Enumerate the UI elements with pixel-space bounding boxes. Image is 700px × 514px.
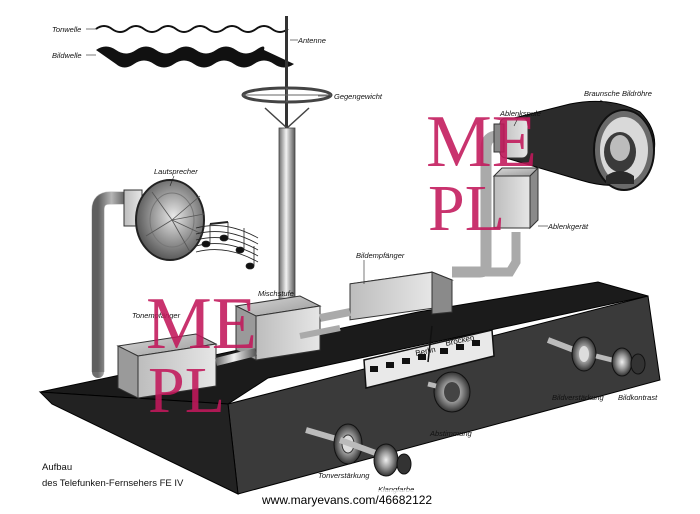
svg-text:ME: ME (426, 101, 537, 183)
label-ablenkspule: Ablenkspule (499, 109, 541, 118)
label-klangfarbe: Klangfarbe (378, 485, 414, 494)
label-braunsche-bildroehre: Braunsche Bildröhre (584, 89, 652, 98)
knob-bildverstaerkung (546, 336, 597, 372)
music-notes (195, 221, 259, 270)
watermark-top: ME PL (426, 101, 537, 245)
watermark-bottom: ME PL (146, 283, 257, 427)
label-bildwelle: Bildwelle (52, 51, 82, 60)
label-tonwelle: Tonwelle (52, 25, 81, 34)
antenna-mast (278, 127, 296, 314)
label-gegengewicht: Gegengewicht (334, 92, 383, 101)
sound-receiver-box (116, 333, 218, 399)
label-antenne: Antenne (297, 36, 326, 45)
svg-text:PL: PL (148, 354, 225, 427)
station-sign (363, 325, 495, 389)
antenna-rod (285, 16, 288, 128)
label-bildempfaenger: Bildempfänger (356, 251, 405, 260)
label-bildverstaerkung: Bildverstärkung (552, 393, 605, 402)
label-mischstufe: Mischstufe (258, 289, 294, 298)
picture-receiver-box (349, 271, 454, 321)
knob-abstimmung (427, 371, 471, 413)
picture-wave (96, 46, 294, 68)
label-tonempfaenger: Tonempfänger (132, 311, 181, 320)
knob-bildkontrast (595, 347, 646, 377)
label-ablenkgeraet: Ablenkgerät (547, 222, 589, 231)
watermark-url: www.maryevans.com/46682122 (261, 493, 432, 507)
svg-text:PL: PL (428, 172, 505, 245)
label-lautsprecher: Lautsprecher (154, 167, 198, 176)
svg-text:ME: ME (146, 283, 257, 365)
mixer-box (234, 295, 322, 361)
label-abstimmung: Abstimmung (429, 429, 473, 438)
caption-line-2: des Telefunken-Fernsehers FE IV (42, 478, 184, 489)
speaker-pipe (92, 192, 134, 378)
screen-portrait (604, 132, 636, 184)
sound-wave (95, 25, 289, 33)
label-bildkontrast: Bildkontrast (618, 393, 658, 402)
sign-berlin: Berlin (415, 345, 437, 358)
label-tonverstaerkung: Tonverstärkung (318, 471, 370, 480)
knob-klangfarbe (338, 437, 412, 477)
caption-line-1: Aufbau (42, 462, 72, 473)
chassis-left (38, 391, 239, 495)
